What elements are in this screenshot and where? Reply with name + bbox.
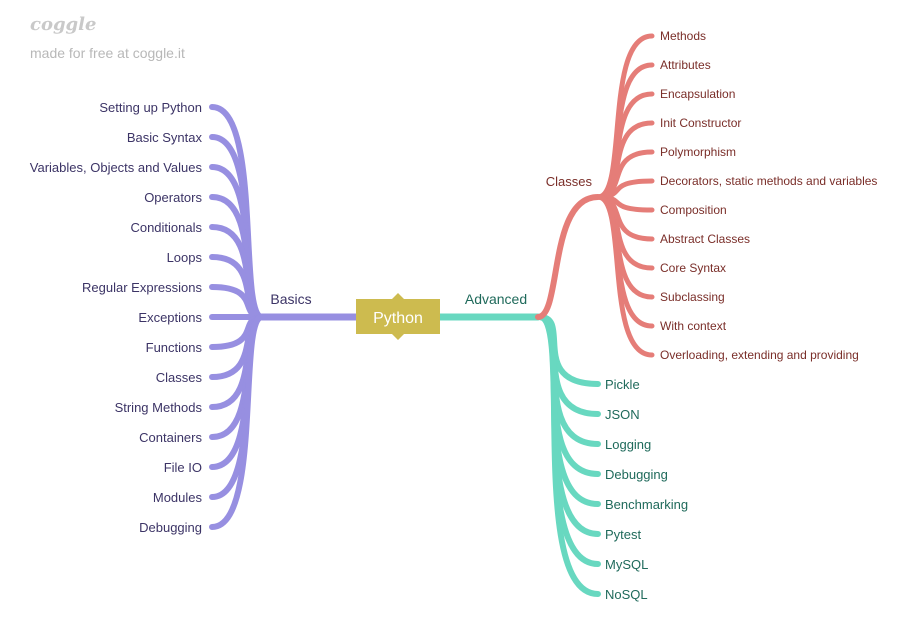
basics-child-label[interactable]: Containers: [139, 430, 202, 445]
basics-child-label[interactable]: Conditionals: [130, 220, 202, 235]
link-classes: [535, 194, 601, 320]
classes-child-label[interactable]: With context: [660, 319, 727, 333]
advanced-child-label[interactable]: Benchmarking: [605, 497, 688, 512]
classes-child-label[interactable]: Init Constructor: [660, 116, 741, 130]
basics-child-label[interactable]: Setting up Python: [99, 100, 202, 115]
advanced-child-label[interactable]: Pytest: [605, 527, 642, 542]
branch-lines: [209, 33, 655, 597]
basics-child-label[interactable]: Variables, Objects and Values: [30, 160, 203, 175]
classes-child-label[interactable]: Overloading, extending and providing: [660, 348, 859, 362]
advanced-child-label[interactable]: JSON: [605, 407, 640, 422]
coggle-logo: coggle: [30, 14, 97, 35]
basics-child-label[interactable]: Debugging: [139, 520, 202, 535]
classes-child-label[interactable]: Decorators, static methods and variables: [660, 174, 877, 188]
branch-label-classes[interactable]: Classes: [546, 174, 593, 189]
advanced-child-label[interactable]: Pickle: [605, 377, 640, 392]
basics-child-label[interactable]: Exceptions: [138, 310, 202, 325]
classes-child-label[interactable]: Core Syntax: [660, 261, 726, 275]
basics-child-label[interactable]: Functions: [146, 340, 203, 355]
classes-child-label[interactable]: Methods: [660, 29, 706, 43]
branch-curve-advanced: [537, 314, 601, 597]
classes-child-label[interactable]: Abstract Classes: [660, 232, 750, 246]
root-node[interactable]: Python: [356, 293, 440, 340]
classes-child-label[interactable]: Polymorphism: [660, 145, 736, 159]
basics-child-label[interactable]: String Methods: [115, 400, 203, 415]
basics-child-label[interactable]: Classes: [156, 370, 203, 385]
classes-child-label[interactable]: Composition: [660, 203, 727, 217]
branch-label-advanced[interactable]: Advanced: [465, 291, 527, 307]
root-node-label: Python: [373, 310, 423, 327]
classes-child-label[interactable]: Subclassing: [660, 290, 725, 304]
branch-curve-classes: [595, 194, 655, 329]
basics-child-label[interactable]: File IO: [164, 460, 202, 475]
basics-child-label[interactable]: Modules: [153, 490, 203, 505]
basics-child-label[interactable]: Loops: [167, 250, 203, 265]
basics-child-label[interactable]: Basic Syntax: [127, 130, 203, 145]
branch-curve-classes: [595, 62, 655, 200]
advanced-child-label[interactable]: Debugging: [605, 467, 668, 482]
main-links: [258, 194, 601, 321]
basics-child-label[interactable]: Operators: [144, 190, 202, 205]
advanced-child-label[interactable]: NoSQL: [605, 587, 648, 602]
branch-label-basics[interactable]: Basics: [270, 291, 311, 307]
classes-child-label[interactable]: Encapsulation: [660, 87, 735, 101]
coggle-tagline: made for free at coggle.it: [30, 45, 185, 61]
branch-curve-basics: [209, 314, 265, 530]
advanced-child-label[interactable]: Logging: [605, 437, 651, 452]
root-node-shape: [356, 293, 440, 340]
advanced-child-label[interactable]: MySQL: [605, 557, 648, 572]
basics-child-label[interactable]: Regular Expressions: [82, 280, 202, 295]
classes-child-label[interactable]: Attributes: [660, 58, 711, 72]
branch-curve-classes: [595, 194, 655, 358]
